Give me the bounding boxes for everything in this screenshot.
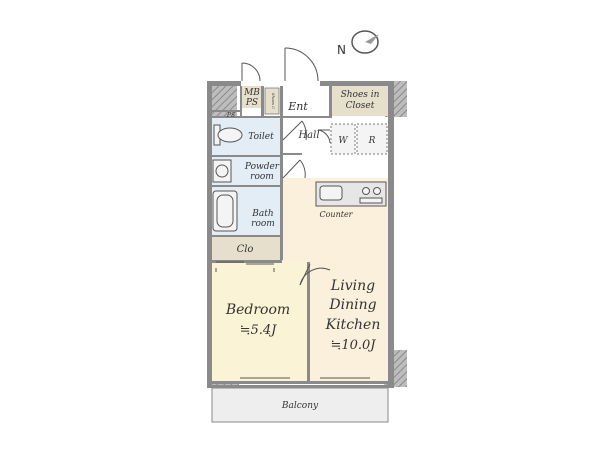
counter-label: Counter	[319, 210, 353, 219]
ps-label: PS	[245, 98, 258, 108]
entrance-door[interactable]	[284, 47, 319, 82]
ldk-size-label: ≒10.0J	[330, 338, 376, 353]
compass-icon: N	[337, 30, 379, 57]
mb-door[interactable]	[241, 62, 261, 82]
bath-room-label-line1: Bath	[251, 209, 273, 219]
fridge-label: R	[368, 136, 376, 146]
ldk-label-line3: Kitchen	[325, 317, 381, 333]
shoes-cabinet	[264, 87, 280, 115]
mb-label: MB	[243, 88, 260, 98]
ldk-label-line1: Living	[330, 278, 375, 294]
powder-room-label-line1: Powder	[244, 162, 280, 172]
toilet-fixture	[213, 124, 243, 146]
fridge-space	[356, 123, 388, 155]
outer-wall-top-left	[207, 81, 241, 86]
shoes-closet-floor	[331, 86, 388, 116]
shoes-cabinet-label: Shoes C	[271, 93, 276, 109]
washer-label: W	[338, 136, 348, 146]
hall-label: Hall	[297, 130, 319, 141]
bath-room-label-line2: room	[251, 219, 275, 229]
closet-label: Clo	[237, 244, 254, 255]
shoes-closet-label-line1: Shoes in	[341, 90, 380, 100]
balcony-floor	[212, 388, 388, 422]
outer-wall-bottom	[207, 385, 394, 388]
closet-floor	[212, 237, 282, 260]
balcony-label: Balcony	[281, 401, 319, 411]
bedroom-size-label: ≒5.4J	[240, 323, 278, 338]
entrance-label: Ent	[287, 100, 308, 113]
interior-doors	[282, 120, 331, 286]
interior-walls	[212, 86, 388, 384]
ldk-label-line2: Dining	[328, 297, 376, 313]
bedroom-floor	[212, 262, 308, 383]
ps-small-label: PS	[226, 112, 235, 119]
washer-space	[330, 123, 356, 155]
compass-north-label: N	[337, 43, 346, 57]
kitchen-counter	[315, 181, 387, 207]
bathtub	[212, 190, 238, 232]
mb-ps-floor	[241, 86, 263, 108]
outer-wall-left	[207, 81, 212, 387]
washbasin	[212, 159, 232, 183]
toilet-label: Toilet	[248, 132, 274, 142]
powder-room-label-line2: room	[250, 172, 274, 182]
closet-sliding-doors	[215, 261, 275, 272]
shoes-closet-label-line2: Closet	[346, 101, 375, 111]
bedroom-label: Bedroom	[225, 302, 290, 318]
outer-wall-top-right	[320, 81, 394, 86]
outer-wall-right	[388, 81, 394, 387]
